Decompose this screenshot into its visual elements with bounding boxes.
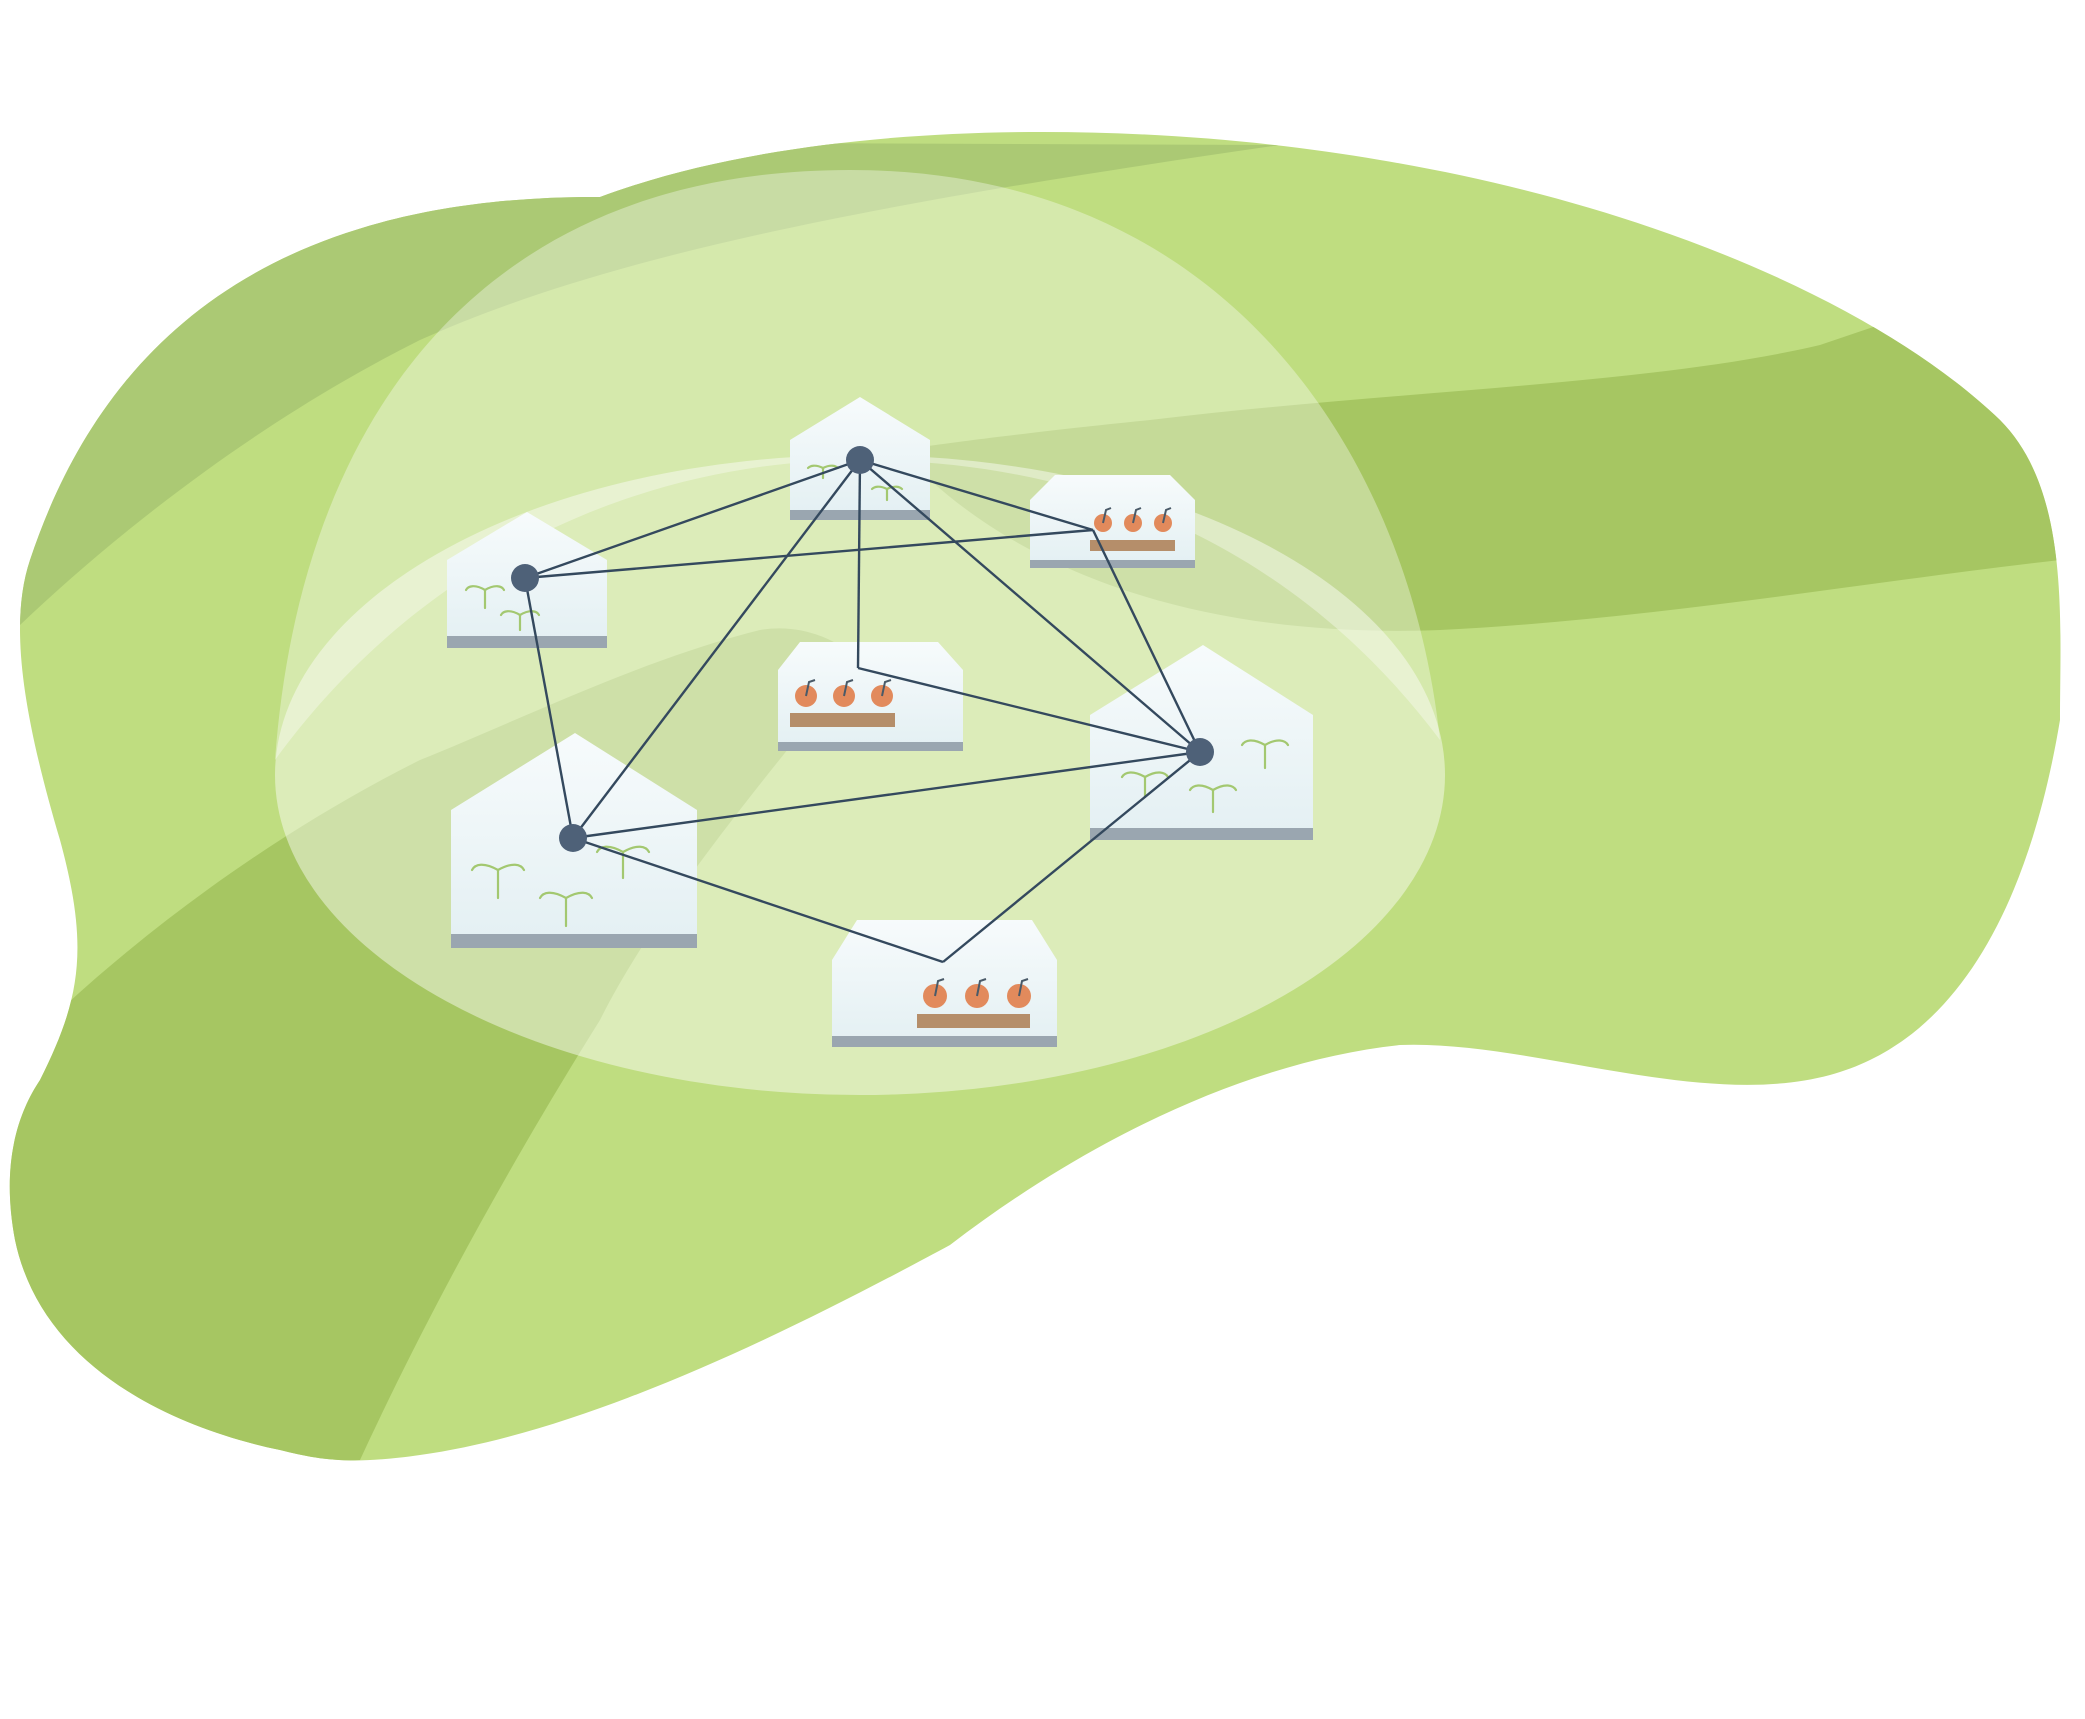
seedling-icon — [595, 845, 651, 880]
fruit-crate-icon — [790, 713, 895, 727]
fruit-icon — [833, 679, 855, 707]
network-node-bottom-left[interactable] — [559, 824, 587, 852]
greenhouse-base — [832, 1036, 1057, 1047]
greenhouse-body — [832, 920, 1057, 1040]
fruit-crate-icon — [1090, 540, 1175, 551]
network-link-n-left-n-bottom-left — [523, 577, 575, 839]
fruit-icon — [1124, 507, 1142, 532]
fruit-icon — [1154, 507, 1172, 532]
land-band-right — [900, 250, 2061, 631]
network-link-j-center-n-right — [857, 666, 1201, 754]
network-link-n-top-j-center — [856, 459, 862, 669]
network-link-n-top-n-left — [524, 458, 861, 580]
greenhouse-top-right[interactable] — [1030, 475, 1195, 568]
fruit-icon — [923, 978, 947, 1008]
seedling-icon — [538, 891, 594, 928]
greenhouse-center[interactable] — [778, 642, 963, 751]
greenhouse-base — [447, 636, 607, 648]
seedling-icon — [470, 863, 526, 900]
network-nodes — [511, 446, 1214, 852]
greenhouse-base — [778, 742, 963, 751]
land-band-top-left — [9, 140, 1280, 660]
network-link-n-top-n-bottom-left — [572, 459, 861, 839]
fruit-icon — [1007, 978, 1031, 1008]
network-link-j-bottom-n-right — [942, 751, 1201, 963]
network-links — [523, 458, 1202, 964]
seedling-icon — [870, 485, 904, 502]
fruit-icon — [795, 679, 817, 707]
network-link-n-top-n-right — [859, 459, 1201, 753]
network-link-n-left-j-top-right — [524, 528, 1094, 580]
network-node-top[interactable] — [846, 446, 874, 474]
fruit-icon — [1094, 507, 1112, 532]
seedling-icon — [1120, 771, 1170, 799]
network-link-j-top-right-n-right — [1091, 529, 1202, 753]
seedling-icon — [464, 585, 506, 610]
dome-shell — [275, 170, 1440, 760]
network-link-n-bottom-left-n-right — [572, 750, 1201, 840]
network-link-n-bottom-left-j-bottom — [572, 836, 944, 964]
greenhouse-base — [1090, 828, 1313, 840]
seedling-icon — [499, 610, 541, 632]
greenhouse-bottom-center[interactable] — [832, 920, 1057, 1047]
greenhouse-base — [1030, 560, 1195, 568]
seedling-icon — [1188, 784, 1238, 814]
seedling-icon — [1240, 739, 1290, 770]
fruit-icon — [965, 978, 989, 1008]
fruit-crate-icon — [917, 1014, 1030, 1028]
network-link-n-top-j-top-right — [859, 458, 1094, 532]
network-node-right[interactable] — [1186, 738, 1214, 766]
fruit-icon — [871, 679, 893, 707]
network-node-left[interactable] — [511, 564, 539, 592]
greenhouse-base — [451, 934, 697, 948]
